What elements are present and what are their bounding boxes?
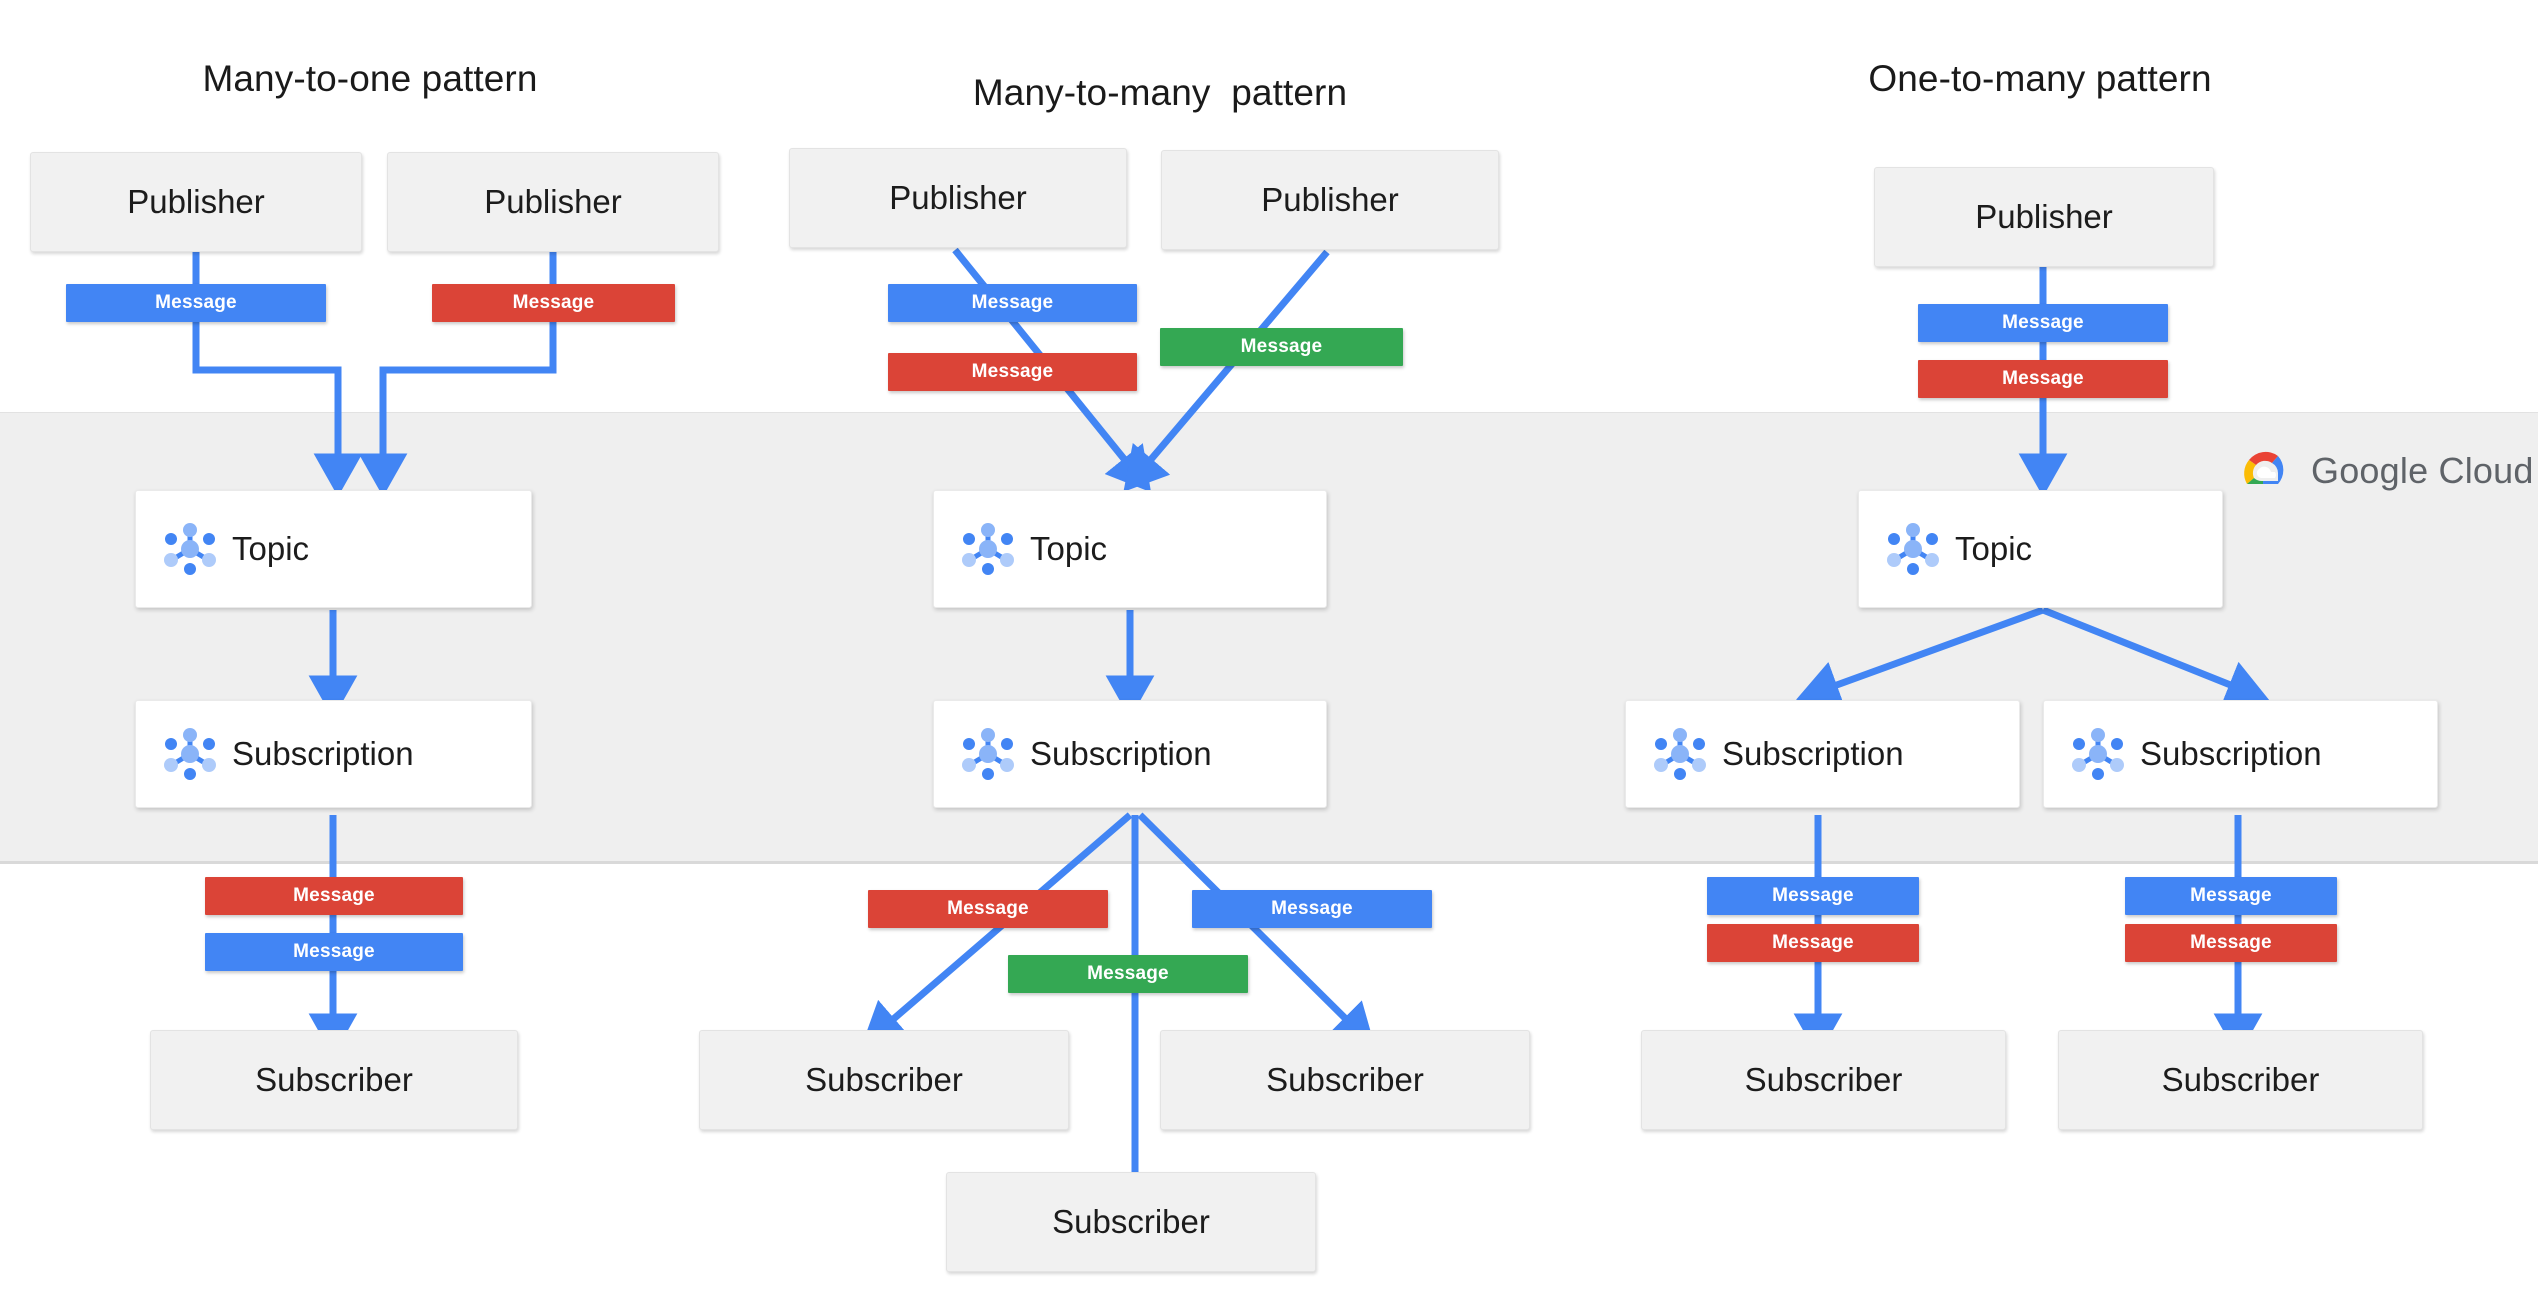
message-chip: Message [432,284,675,322]
subscription-label: Subscription [2140,735,2322,772]
pubsub-subscription-icon [2072,728,2124,780]
google-cloud-wordmark: Google Cloud [2311,450,2534,492]
subscriber-label: Subscriber [805,1061,963,1098]
message-chip: Message [888,353,1137,391]
subscription-label: Subscription [1722,735,1904,772]
message-chip: Message [2125,924,2337,962]
message-label: Message [293,941,375,962]
topic-box[interactable]: Topic [135,490,532,608]
subscriber-label: Subscriber [255,1061,413,1098]
subscription-box[interactable]: Subscription [933,700,1327,808]
subscriber-label: Subscriber [1744,1061,1903,1098]
topic-label: Topic [1955,530,2033,567]
pubsub-topic-icon [1887,523,1939,575]
message-chip: Message [1918,304,2168,342]
message-label: Message [2190,932,2272,953]
topic-label: Topic [1030,530,1108,567]
subscription-label: Subscription [1030,735,1212,772]
subscription-label: Subscription [232,735,414,772]
subscription-box[interactable]: Subscription [2043,700,2438,808]
subscription-box[interactable]: Subscription [1625,700,2020,808]
subscription-box[interactable]: Subscription [135,700,532,808]
pattern-title-one-to-many: One-to-many pattern [1868,58,2212,99]
message-label: Message [2190,885,2272,906]
publisher-label: Publisher [1975,198,2113,235]
google-cloud-icon [2244,451,2284,484]
pattern-title-many-to-one: Many-to-one pattern [202,58,538,99]
message-label: Message [971,361,1054,382]
message-chip: Message [205,877,463,915]
message-chip: Message [205,933,463,971]
pubsub-subscription-icon [164,728,216,780]
publisher-label: Publisher [889,179,1027,216]
message-chip: Message [868,890,1108,928]
pubsub-topic-icon [962,523,1014,575]
message-chip: Message [66,284,326,322]
message-chip: Message [888,284,1137,322]
message-label: Message [947,898,1029,919]
google-cloud-logo-lockup: Google Cloud [2237,447,2534,495]
message-label: Message [293,885,375,906]
subscriber-label: Subscriber [2161,1061,2320,1098]
publisher-box[interactable]: Publisher [789,148,1127,248]
message-label: Message [1772,932,1854,953]
subscriber-box[interactable]: Subscriber [1160,1030,1530,1130]
publisher-label: Publisher [484,183,622,220]
pubsub-topic-icon [164,523,216,575]
subscriber-label: Subscriber [1266,1061,1424,1098]
subscriber-box[interactable]: Subscriber [946,1172,1316,1272]
google-cloud-word-cloud: Cloud [2438,450,2534,491]
publisher-box[interactable]: Publisher [1874,167,2214,267]
message-chip: Message [1707,877,1919,915]
message-chip: Message [1192,890,1432,928]
publisher-label: Publisher [127,183,265,220]
subscriber-box[interactable]: Subscriber [150,1030,518,1130]
publisher-label: Publisher [1261,181,1399,218]
message-label: Message [1087,963,1169,984]
pubsub-subscription-icon [962,728,1014,780]
publisher-box[interactable]: Publisher [387,152,719,252]
subscriber-label: Subscriber [1052,1203,1210,1240]
message-label: Message [971,292,1054,313]
publisher-box[interactable]: Publisher [30,152,362,252]
topic-label: Topic [232,530,310,567]
topic-box[interactable]: Topic [1858,490,2223,608]
message-chip: Message [1918,360,2168,398]
message-chip: Message [1008,955,1248,993]
subscriber-box[interactable]: Subscriber [1641,1030,2006,1130]
message-label: Message [2002,368,2084,389]
message-chip: Message [1707,924,1919,962]
google-cloud-word-google: Google [2311,450,2429,491]
message-label: Message [1772,885,1854,906]
message-label: Message [1240,336,1323,357]
topic-box[interactable]: Topic [933,490,1327,608]
message-label: Message [1271,898,1353,919]
message-chip: Message [1160,328,1403,366]
message-label: Message [155,292,237,313]
subscriber-box[interactable]: Subscriber [699,1030,1069,1130]
publisher-box[interactable]: Publisher [1161,150,1499,250]
subscriber-box[interactable]: Subscriber [2058,1030,2423,1130]
pattern-title-many-to-many: Many-to-many pattern [972,72,1348,113]
message-label: Message [2002,312,2084,333]
message-chip: Message [2125,877,2337,915]
message-label: Message [512,292,595,313]
pubsub-subscription-icon [1654,728,1706,780]
